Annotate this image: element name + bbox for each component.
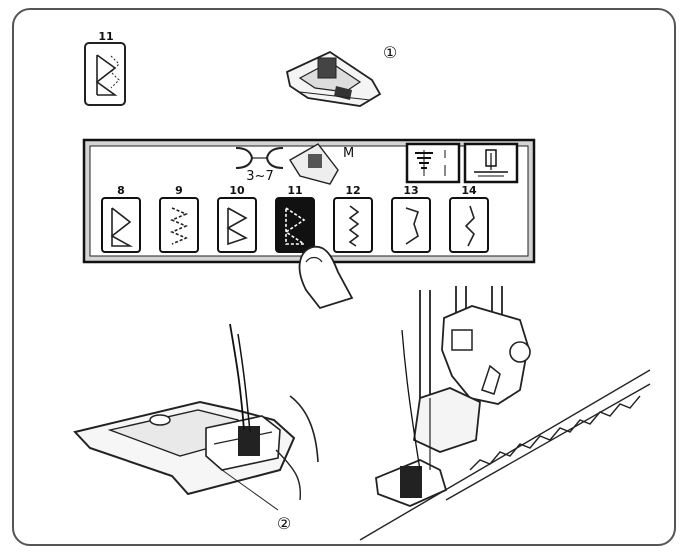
svg-text:①: ① <box>383 43 397 62</box>
pattern-button-14[interactable]: 14 <box>449 184 489 253</box>
lcd-panel: 3~7 M <box>82 138 536 264</box>
pattern-button-8[interactable]: 8 <box>101 184 141 253</box>
width-range-label: 3~7 <box>246 169 273 184</box>
figure-border <box>12 8 676 546</box>
pattern-number: 8 <box>117 184 125 197</box>
finger-illustration <box>298 245 354 310</box>
pattern-number: 14 <box>461 184 477 197</box>
needle-button[interactable] <box>463 142 519 184</box>
pattern-button-10[interactable]: 10 <box>217 184 257 253</box>
pattern-number: 13 <box>403 184 418 197</box>
svg-text:②: ② <box>277 514 291 533</box>
pattern-number: 11 <box>287 184 302 197</box>
callout-2: ② <box>273 513 295 535</box>
tension-button[interactable] <box>405 142 461 184</box>
selected-pattern-number: 11 <box>98 30 113 43</box>
pattern-button-9[interactable]: 9 <box>159 184 199 253</box>
guide-foot-illustration <box>73 323 319 511</box>
foot-type-icon <box>289 143 339 185</box>
callout-1: ① <box>379 42 401 64</box>
pattern-button-11[interactable]: 11 <box>275 184 315 253</box>
stitch-width-icon <box>235 147 284 169</box>
selected-pattern-card: 11 <box>84 30 126 106</box>
presser-foot-illustration <box>285 50 382 107</box>
pattern-button-13[interactable]: 13 <box>391 184 431 253</box>
pattern-number: 12 <box>345 184 360 197</box>
pattern-number: 9 <box>175 184 183 197</box>
sewing-illustration <box>359 286 651 541</box>
pattern-button-12[interactable]: 12 <box>333 184 373 253</box>
pattern-number: 10 <box>229 184 245 197</box>
foot-letter: M <box>343 146 354 161</box>
